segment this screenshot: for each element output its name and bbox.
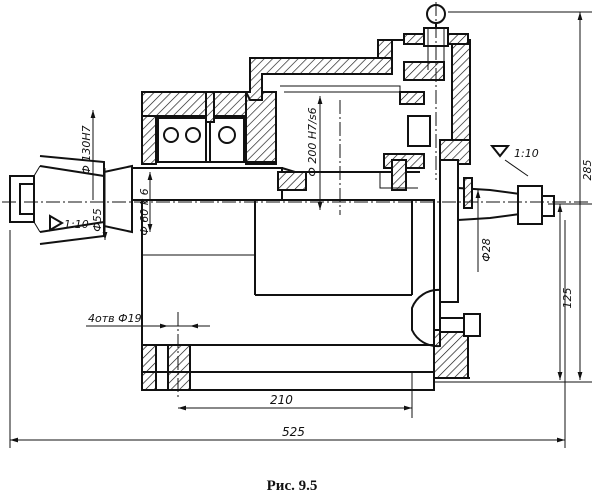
main-spindle bbox=[9, 155, 420, 245]
dim-d-nose: Ф55 bbox=[91, 208, 104, 231]
dim-height-axis: 125 bbox=[561, 288, 574, 309]
dim-d-flange: Ф 130H7 bbox=[80, 125, 93, 174]
bearing-housing bbox=[141, 91, 277, 165]
dimension-lines bbox=[9, 11, 592, 448]
dim-hole-spacing: 210 bbox=[270, 393, 293, 407]
dim-taper-right: 1:10 bbox=[514, 147, 539, 160]
dim-height-total: 285 bbox=[581, 160, 594, 181]
dim-d-bearing: Ф 60 k 6 bbox=[138, 188, 151, 235]
right-shaft bbox=[411, 159, 555, 348]
figure-caption: Рис. 9.5 bbox=[267, 478, 318, 494]
dimension-labels: Ф 130H7 Ф55 1:10 Ф 60 k 6 Ф 200 H7/s6 1:… bbox=[64, 107, 594, 439]
lifting-eye bbox=[403, 2, 469, 180]
drive-housing bbox=[244, 39, 471, 169]
dim-overall-length: 525 bbox=[282, 425, 305, 439]
dim-d-housing: Ф 200 H7/s6 bbox=[306, 107, 319, 176]
dim-taper-left: 1:10 bbox=[64, 218, 89, 231]
dim-d-right-shaft: Ф28 bbox=[480, 238, 493, 261]
dim-holes: 4отв Ф19 bbox=[88, 312, 142, 325]
